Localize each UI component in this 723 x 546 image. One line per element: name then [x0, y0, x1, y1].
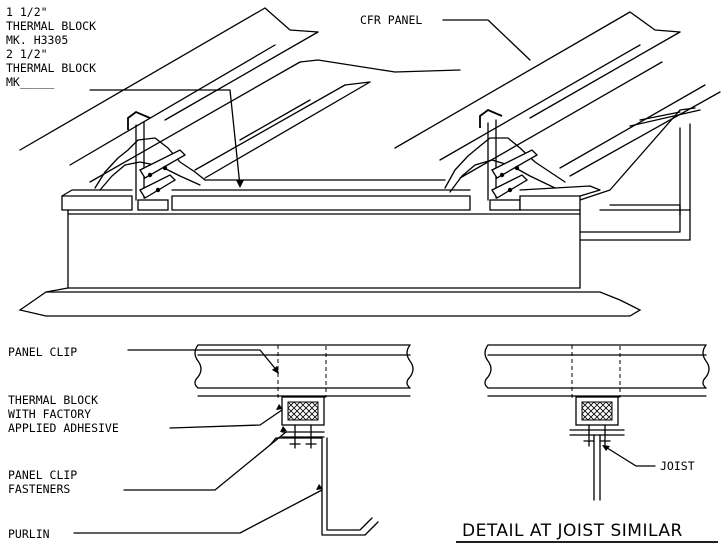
label-joist: JOIST — [660, 459, 695, 473]
panel-clip-right — [479, 108, 539, 211]
label-thermal-block-2-line1: 2 1/2" — [6, 47, 48, 61]
section-detail-joist — [484, 344, 710, 501]
label-thermal-block-adhesive-line1: THERMAL BLOCK — [8, 393, 98, 407]
label-panel-clip-fasteners-line2: FASTENERS — [8, 482, 70, 496]
iso-leaders — [89, 19, 531, 188]
isometric-view — [18, 7, 721, 317]
label-panel-clip-fasteners-line1: PANEL CLIP — [8, 468, 77, 482]
label-thermal-block-2-line3: MK_____ — [6, 75, 55, 89]
iso-labels: 1 1/2" THERMAL BLOCK MK. H3305 2 1/2" TH… — [6, 5, 422, 89]
right-panel-rib — [394, 11, 721, 193]
panel-pan — [204, 59, 461, 181]
section-labels: PANEL CLIP THERMAL BLOCK WITH FACTORY AP… — [8, 345, 695, 541]
label-cfr-panel: CFR PANEL — [360, 13, 422, 27]
left-panel-rib — [19, 7, 371, 191]
label-thermal-block-1-line2: THERMAL BLOCK — [6, 19, 96, 33]
label-purlin: PURLIN — [8, 527, 50, 541]
panel-clip-left — [127, 110, 187, 211]
label-thermal-block-1-line1: 1 1/2" — [6, 5, 48, 19]
label-thermal-block-adhesive-line2: WITH FACTORY — [8, 407, 91, 421]
purlin-iso — [18, 107, 701, 317]
section-detail-purlin — [194, 344, 414, 536]
label-panel-clip: PANEL CLIP — [8, 345, 77, 359]
label-thermal-block-adhesive-line3: APPLIED ADHESIVE — [8, 421, 119, 435]
label-detail-title: DETAIL AT JOIST SIMILAR — [462, 521, 683, 541]
label-thermal-block-1-line3: MK. H3305 — [6, 33, 68, 47]
section-leaders — [73, 349, 718, 543]
label-thermal-block-2-line2: THERMAL BLOCK — [6, 61, 96, 75]
